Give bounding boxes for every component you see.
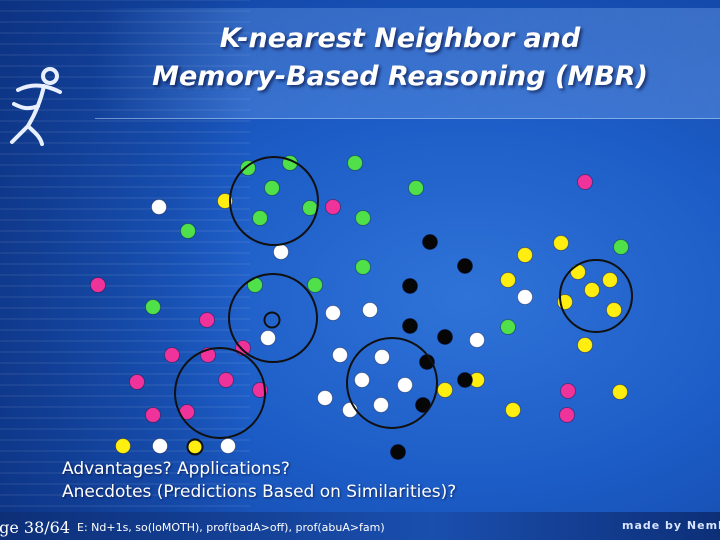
footnote-line-2: Anecdotes (Predictions Based on Similari…	[62, 482, 457, 502]
title-line-1: K-nearest Neighbor and	[219, 23, 581, 54]
footnote: Advantages? Applications? Anecdotes (Pre…	[62, 458, 456, 504]
green-point	[252, 210, 268, 226]
black-point	[402, 278, 418, 294]
pink-point	[199, 312, 215, 328]
yellow-point	[437, 382, 453, 398]
white-point	[332, 347, 348, 363]
footnote-line-1: Advantages? Applications?	[62, 459, 290, 479]
yellow-point	[602, 272, 618, 288]
bottom-caption: E: Nd+1s, so(loMOTH), prof(badA>off), pr…	[77, 521, 385, 534]
black-point	[422, 234, 438, 250]
white-point	[469, 332, 485, 348]
query-point	[186, 438, 204, 456]
query-point	[263, 311, 281, 329]
green-point	[613, 239, 629, 255]
pink-point	[90, 277, 106, 293]
yellow-point	[612, 384, 628, 400]
white-point	[374, 349, 390, 365]
bottom-bar	[0, 512, 720, 540]
slide-title: K-nearest Neighbor and Memory-Based Reas…	[95, 20, 705, 96]
black-point	[402, 318, 418, 334]
green-point	[264, 180, 280, 196]
yellow-point	[500, 272, 516, 288]
yellow-point	[505, 402, 521, 418]
white-point	[273, 244, 289, 260]
black-point	[437, 329, 453, 345]
black-point	[457, 258, 473, 274]
green-point	[500, 319, 516, 335]
pink-point	[325, 199, 341, 215]
green-point	[180, 223, 196, 239]
green-point	[145, 299, 161, 315]
green-point	[355, 259, 371, 275]
pink-point	[145, 407, 161, 423]
neighborhood-circle	[174, 347, 266, 439]
pink-point	[577, 174, 593, 190]
yellow-point	[606, 302, 622, 318]
neighborhood-circle	[228, 273, 318, 363]
white-point	[317, 390, 333, 406]
page-number: ge 38/64	[0, 518, 70, 537]
dancer-logo-icon	[10, 67, 62, 146]
watermark: made by Nemko	[622, 519, 720, 532]
yellow-point	[517, 247, 533, 263]
pink-point	[129, 374, 145, 390]
white-point	[517, 289, 533, 305]
yellow-point	[217, 193, 233, 209]
green-point	[307, 277, 323, 293]
green-point	[240, 160, 256, 176]
pink-point	[164, 347, 180, 363]
title-line-2: Memory-Based Reasoning (MBR)	[152, 61, 648, 92]
yellow-point	[553, 235, 569, 251]
yellow-point	[577, 337, 593, 353]
title-band	[95, 8, 720, 119]
black-point	[457, 372, 473, 388]
white-point	[373, 397, 389, 413]
pink-point	[560, 383, 576, 399]
yellow-point	[570, 264, 586, 280]
pink-point	[218, 372, 234, 388]
green-point	[408, 180, 424, 196]
neighborhood-circle	[346, 337, 438, 429]
yellow-point	[115, 438, 131, 454]
white-point	[362, 302, 378, 318]
black-point	[390, 444, 406, 460]
green-point	[347, 155, 363, 171]
white-point	[325, 305, 341, 321]
white-point	[397, 377, 413, 393]
white-point	[260, 330, 276, 346]
white-point	[220, 438, 236, 454]
pink-point	[559, 407, 575, 423]
green-point	[355, 210, 371, 226]
yellow-point	[584, 282, 600, 298]
neighborhood-circle	[559, 259, 633, 333]
neighborhood-circle	[229, 156, 319, 246]
white-point	[152, 438, 168, 454]
white-point	[354, 372, 370, 388]
white-point	[151, 199, 167, 215]
